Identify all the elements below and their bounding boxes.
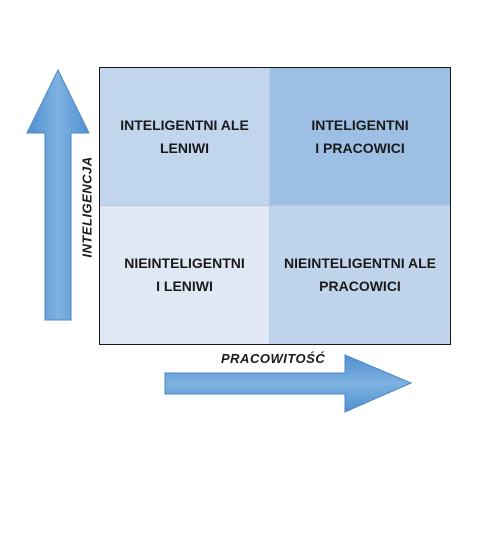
quadrant-top-right: INTELIGENTNI I PRACOWICI [270,68,450,206]
quadrant-bottom-right: NIEINTELIGENTNI ALE PRACOWICI [270,206,450,344]
quadrant-matrix: INTELIGENTNI ALE LENIWI INTELIGENTNI I P… [99,67,451,345]
x-axis-arrow-icon [164,354,413,413]
quadrant-top-left: INTELIGENTNI ALE LENIWI [100,68,270,206]
x-axis-label: PRACOWITOŚĆ [221,351,326,366]
y-axis-label: INTELIGENCJA [79,156,95,258]
quadrant-bottom-left: NIEINTELIGENTNI I LENIWI [100,206,270,344]
y-axis-arrow-icon [26,68,90,321]
